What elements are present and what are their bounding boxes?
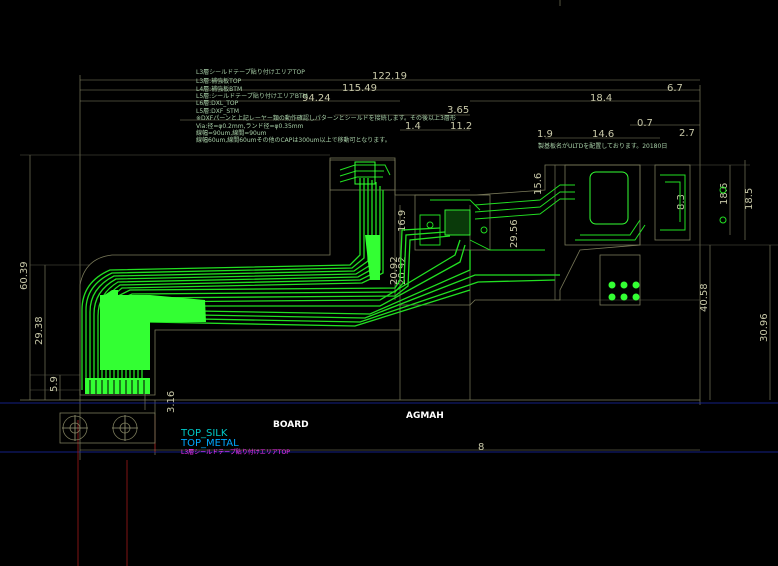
layer-notes: L3層シールドテープ貼り付けエリアTOP L3層:補強板TOP L4層:補強板B… — [196, 68, 667, 150]
legend-top-silk: TOP_SILK — [180, 428, 228, 439]
dim-v-10: 15.6 — [533, 173, 544, 195]
board-label: BOARD — [273, 420, 309, 430]
note-5: L5層:DXF_STM — [196, 108, 239, 115]
middle-ic-region — [419, 184, 575, 251]
dim-h-9: 14.6 — [592, 129, 614, 140]
dim-v-12: 3.16 — [166, 391, 177, 413]
dim-v-4: 20.92 — [397, 256, 408, 285]
extension-lines — [20, 154, 778, 391]
dim-v-7: 18.5 — [744, 188, 755, 210]
dimension-labels: 122.19 115.49 94.24 18.4 6.7 3.65 1.4 11… — [19, 71, 770, 453]
dim-v-5: 29.56 — [509, 219, 520, 248]
note-6: ※DXFパーンと上記レーヤー類の動作確認しパターンとシールドを接続します。その後… — [196, 114, 456, 122]
dim-v-3: 16.9 — [397, 210, 408, 232]
dim-h-2: 94.24 — [302, 93, 331, 104]
note-3: L5層:シールドテープ貼り付けエリアBTM — [196, 92, 308, 100]
connector-pads — [89, 380, 145, 394]
dim-v-1: 29.38 — [34, 316, 45, 345]
dim-v-0: 60.39 — [19, 261, 30, 290]
dim-v-2: 5.9 — [49, 376, 60, 392]
mounting-holes — [62, 415, 138, 441]
right-module-traces — [575, 171, 727, 241]
dim-h-12: 8 — [478, 442, 484, 453]
dim-h-6: 1.4 — [405, 121, 421, 132]
dim-h-7: 11.2 — [450, 121, 472, 132]
part-label: AGMAH — [406, 411, 444, 421]
dim-v-9: 30.96 — [759, 313, 770, 342]
dim-h-0: 122.19 — [372, 71, 407, 82]
dim-v-11: 20.92 — [389, 256, 400, 285]
legend-shield: L3層シールドテープ貼り付けエリアTOP — [181, 448, 290, 456]
dim-h-11: 2.7 — [679, 128, 695, 139]
origin-lines — [0, 402, 778, 453]
note-7: Via:径=φ0.2mm,ランド径=φ0.35mm — [196, 122, 304, 130]
right-note: 製基板名がULTDを配置しております。20180日 — [538, 142, 667, 150]
trace-fill-bright — [85, 235, 380, 394]
dim-v-13: 8.3 — [676, 194, 687, 210]
dim-v-8: 40.58 — [699, 283, 710, 312]
dim-h-4: 6.7 — [667, 83, 683, 94]
note-2: L4層:補強板BTM — [196, 85, 242, 93]
dim-h-1: 115.49 — [342, 83, 377, 94]
top-connector-traces — [339, 161, 391, 185]
dimension-lines — [29, 79, 771, 451]
note-4: L6層:DXL_TOP — [196, 100, 239, 107]
note-8: 線幅=90um,線間=90um — [196, 129, 267, 137]
note-0: L3層シールドテープ貼り付けエリアTOP — [196, 68, 305, 76]
test-pads — [608, 281, 640, 301]
dim-h-5: 3.65 — [447, 105, 469, 116]
dim-h-3: 18.4 — [590, 93, 612, 104]
dim-h-10: 0.7 — [637, 118, 653, 129]
dim-v-6: 18.6 — [719, 183, 730, 205]
note-9: 線幅60um,線間60umその他のCAPは300um以上で移動可となります。 — [196, 136, 391, 144]
legend-top-metal: TOP_METAL — [180, 438, 239, 449]
dim-h-8: 1.9 — [537, 129, 553, 140]
note-1: L3層:補強板TOP — [196, 77, 242, 85]
